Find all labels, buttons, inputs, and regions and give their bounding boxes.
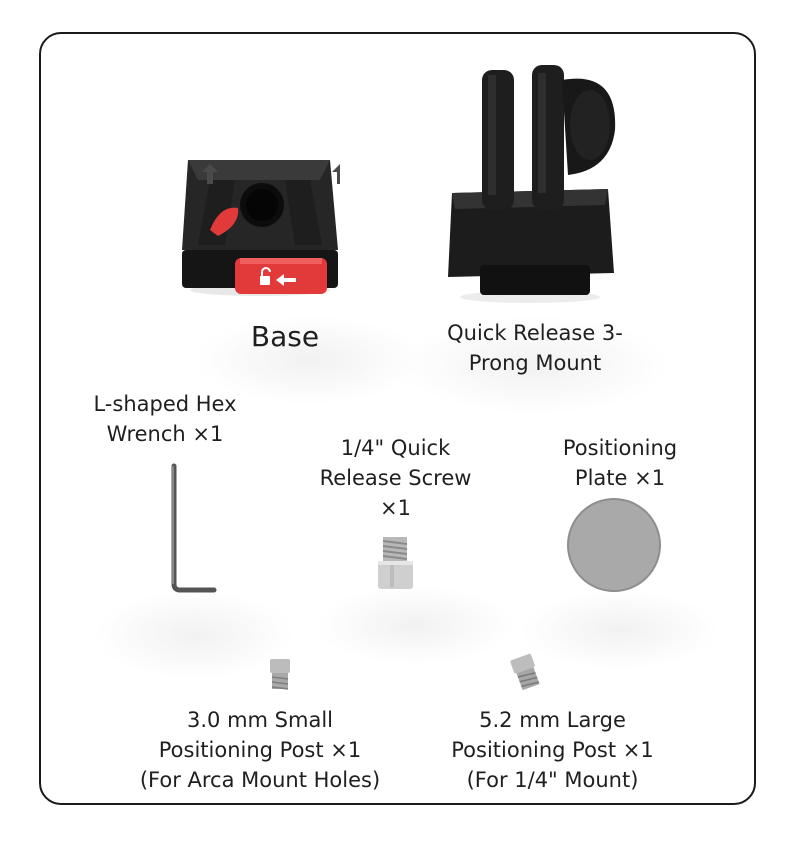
hex-wrench-image: [160, 462, 220, 597]
small-post-label: 3.0 mm Small Positioning Post ×1 (For Ar…: [139, 708, 381, 792]
quick-screw-label: 1/4" Quick Release Screw ×1: [319, 436, 472, 520]
background-glow: [315, 585, 515, 665]
background-glow: [195, 315, 425, 405]
positioning-plate-image: [566, 497, 662, 593]
prong-mount-image: [440, 65, 620, 305]
background-glow: [95, 590, 295, 680]
base-image: [180, 150, 348, 300]
small-post-image: [262, 655, 298, 695]
large-post-image: [505, 652, 547, 694]
prong-mount-label: Quick Release 3- Prong Mount: [447, 321, 623, 375]
base-label: Base: [250, 320, 320, 353]
background-glow: [400, 315, 670, 415]
background-glow: [520, 590, 720, 670]
hex-wrench-label: L-shaped Hex Wrench ×1: [93, 392, 237, 446]
positioning-plate-label: Positioning Plate ×1: [562, 436, 678, 490]
large-post-label: 5.2 mm Large Positioning Post ×1 (For 1/…: [451, 708, 654, 792]
quick-screw-image: [368, 535, 423, 597]
